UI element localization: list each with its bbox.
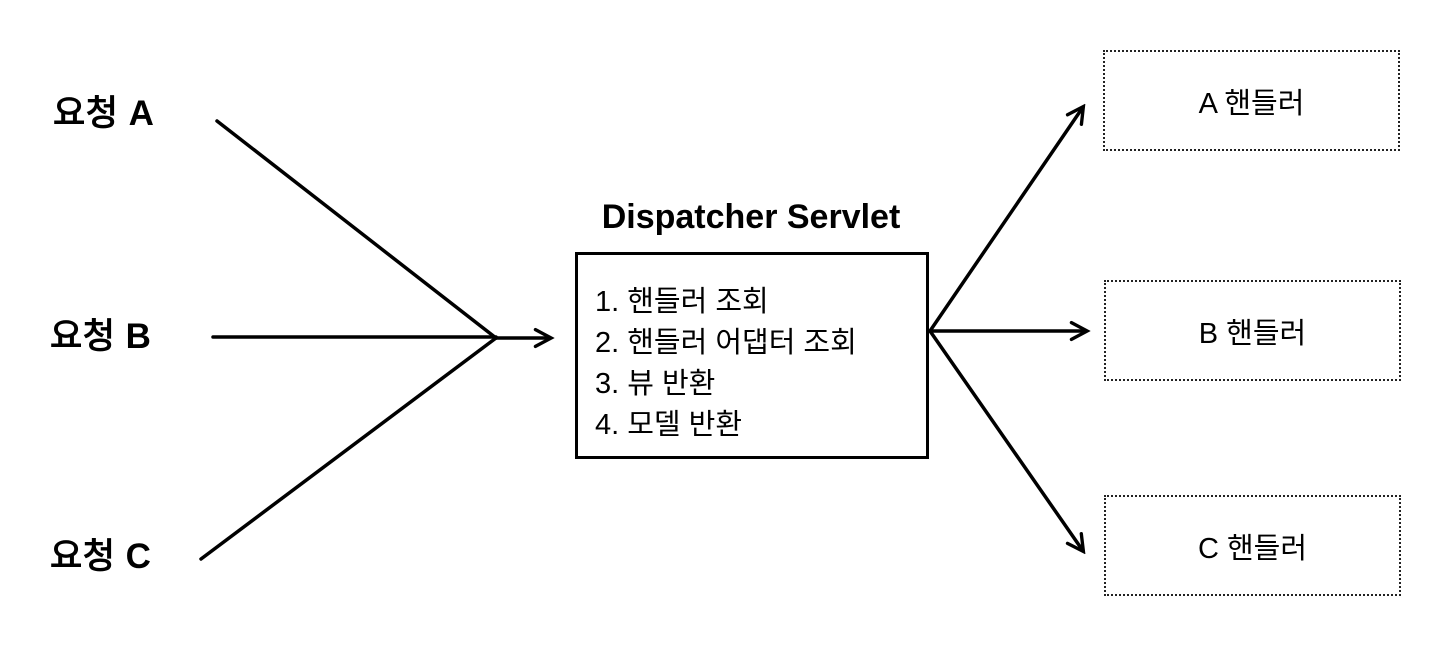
request-a-line: [215, 119, 498, 340]
dispatcher-servlet-box: 1. 핸들러 조회 2. 핸들러 어댑터 조회 3. 뷰 반환 4. 모델 반환: [575, 252, 929, 459]
request-a-label: 요청 A: [53, 94, 155, 133]
request-b-label: 요청 B: [50, 317, 152, 356]
handler-a-label: A 핸들러: [1198, 87, 1305, 120]
dispatcher-step-3: 3. 뷰 반환: [595, 368, 716, 400]
handler-b-label: B 핸들러: [1198, 317, 1307, 350]
handler-a-box: A 핸들러: [1103, 50, 1400, 151]
handler-a-arrow: [928, 110, 1081, 333]
dispatcher-step-1: 1. 핸들러 조회: [595, 286, 769, 318]
dispatcher-servlet-title: Dispatcher Servlet: [601, 198, 901, 236]
handler-c-label: C 핸들러: [1197, 532, 1308, 565]
handler-b-box: B 핸들러: [1104, 280, 1401, 381]
handler-c-box: C 핸들러: [1104, 495, 1401, 596]
request-c-label: 요청 C: [50, 537, 152, 576]
dispatcher-step-4: 4. 모델 반환: [595, 409, 743, 441]
request-c-line: [199, 336, 498, 561]
handler-c-arrow: [928, 329, 1081, 548]
dispatcher-step-2: 2. 핸들러 어댑터 조회: [595, 327, 857, 359]
